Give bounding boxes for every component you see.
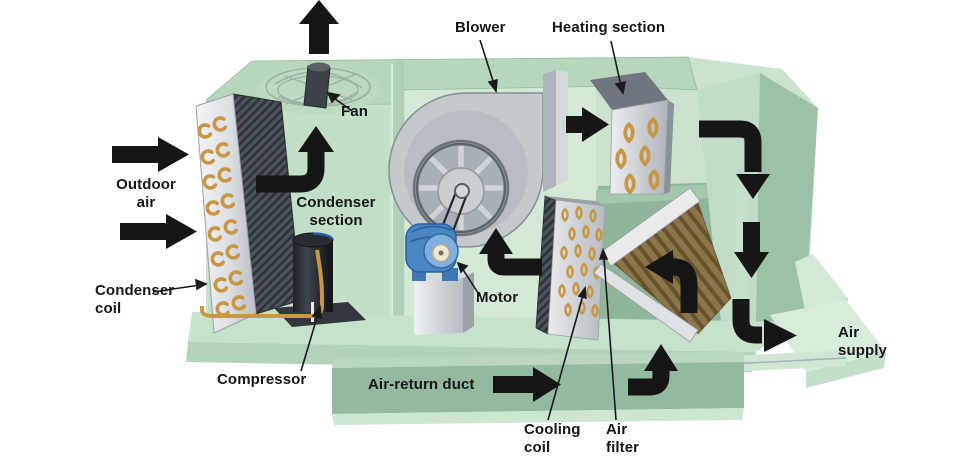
air-return-arrow [493,367,561,402]
supply-down-arrow [734,222,769,278]
motor-leader [456,261,481,297]
label-air-filter: Air filter [606,421,640,456]
filter-frame-lower [593,263,699,343]
motor [405,183,474,335]
condenser-coil [195,93,302,334]
cooling-coil-face [547,199,606,341]
exhaust-up-arrow [299,0,339,54]
label-air-supply: Air supply [838,324,887,359]
label-condenser-section: Condenser section [296,194,376,229]
outdoor-air-upper-arrow [112,137,189,172]
air-filter-leader [598,247,617,421]
blower-leader [479,39,498,94]
motor-pedestal [414,278,463,335]
label-condenser-coil: Condenser coil [95,282,175,317]
heating-leader [610,40,627,95]
label-compressor: Compressor [217,371,307,388]
blower-to-heating-arrow [566,107,609,142]
label-air-return-duct: Air-return duct [368,376,475,393]
blower [388,70,568,248]
return-to-blower-elbow-arrow [479,228,542,276]
cooling-coil-leader [547,285,587,421]
supply-out-elbow-arrow [732,299,797,352]
label-heating-section: Heating section [552,19,666,36]
heating-to-supply-elbow-arrow [699,120,770,199]
airflow-arrows [112,0,797,402]
heating-section [590,72,674,195]
fan-leader [326,91,353,112]
compressor [200,232,366,327]
fan-hub [303,65,331,109]
condenser-up-elbow-arrow [256,126,334,193]
label-cooling-coil: Cooling coil [524,421,581,456]
outdoor-air-lower-arrow [120,214,197,249]
label-outdoor-air: Outdoor air [116,176,176,211]
label-leader-lines [152,39,627,421]
air-supply-outlet [729,254,886,388]
condenser-coil-leader [152,278,208,293]
label-motor: Motor [476,289,519,306]
label-blower: Blower [455,19,506,36]
condenser-fan [256,62,380,114]
filter-inlet-elbow-arrow [645,250,698,313]
filter-frame-upper [600,187,701,267]
cooling-coil [535,195,606,341]
blower-outlet-flange [543,70,556,192]
return-up-elbow-arrow [628,344,678,396]
compressor-leader [300,304,322,372]
label-fan: Fan [341,103,368,120]
